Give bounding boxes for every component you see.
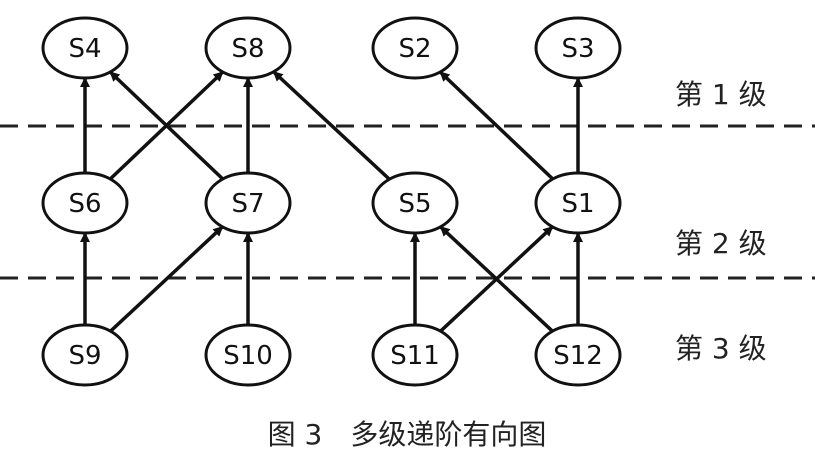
figure-caption: 图 3 多级递阶有向图 [268,418,547,451]
node-s7-ellipse [204,171,292,235]
node-s5-label: S5 [398,189,431,219]
node-s8: S8 [204,16,292,80]
node-s2-label: S2 [398,34,431,64]
node-s3-ellipse [534,16,622,80]
node-s3-label: S3 [561,34,594,64]
node-s6-ellipse [41,171,129,235]
edge-s1-to-s2 [439,70,554,181]
node-s9: S9 [41,323,129,387]
node-s11-ellipse [371,323,459,387]
node-s2: S2 [371,16,459,80]
level-label-3: 第 3 级 [675,332,767,365]
node-s8-label: S8 [231,34,264,64]
edge-s5-to-s8 [272,70,391,181]
node-s4-label: S4 [68,34,101,64]
node-s7-label: S7 [231,189,264,219]
node-s12-label: S12 [553,341,603,371]
node-s4-ellipse [41,16,129,80]
node-s12: S12 [534,323,622,387]
node-s6-label: S6 [68,189,101,219]
level-label-2: 第 2 级 [675,227,767,260]
node-s10-ellipse [204,323,292,387]
node-s9-label: S9 [68,341,101,371]
node-s11-label: S11 [390,341,440,371]
node-s7: S7 [204,171,292,235]
edge-s9-to-s7 [109,225,224,333]
edge-s7-to-s4 [109,70,224,181]
level-label-1: 第 1 级 [675,78,767,111]
node-s10: S10 [204,323,292,387]
node-s5-ellipse [371,171,459,235]
node-s2-ellipse [371,16,459,80]
node-s11: S11 [371,323,459,387]
node-s1-ellipse [534,171,622,235]
edges-layer [80,70,583,333]
node-s6: S6 [41,171,129,235]
node-s9-ellipse [41,323,129,387]
node-s1: S1 [534,171,622,235]
node-s1-label: S1 [561,189,594,219]
node-s5: S5 [371,171,459,235]
node-s10-label: S10 [223,341,273,371]
edge-s12-to-s5 [439,225,554,333]
node-s12-ellipse [534,323,622,387]
node-s3: S3 [534,16,622,80]
node-s8-ellipse [204,16,292,80]
node-s4: S4 [41,16,129,80]
